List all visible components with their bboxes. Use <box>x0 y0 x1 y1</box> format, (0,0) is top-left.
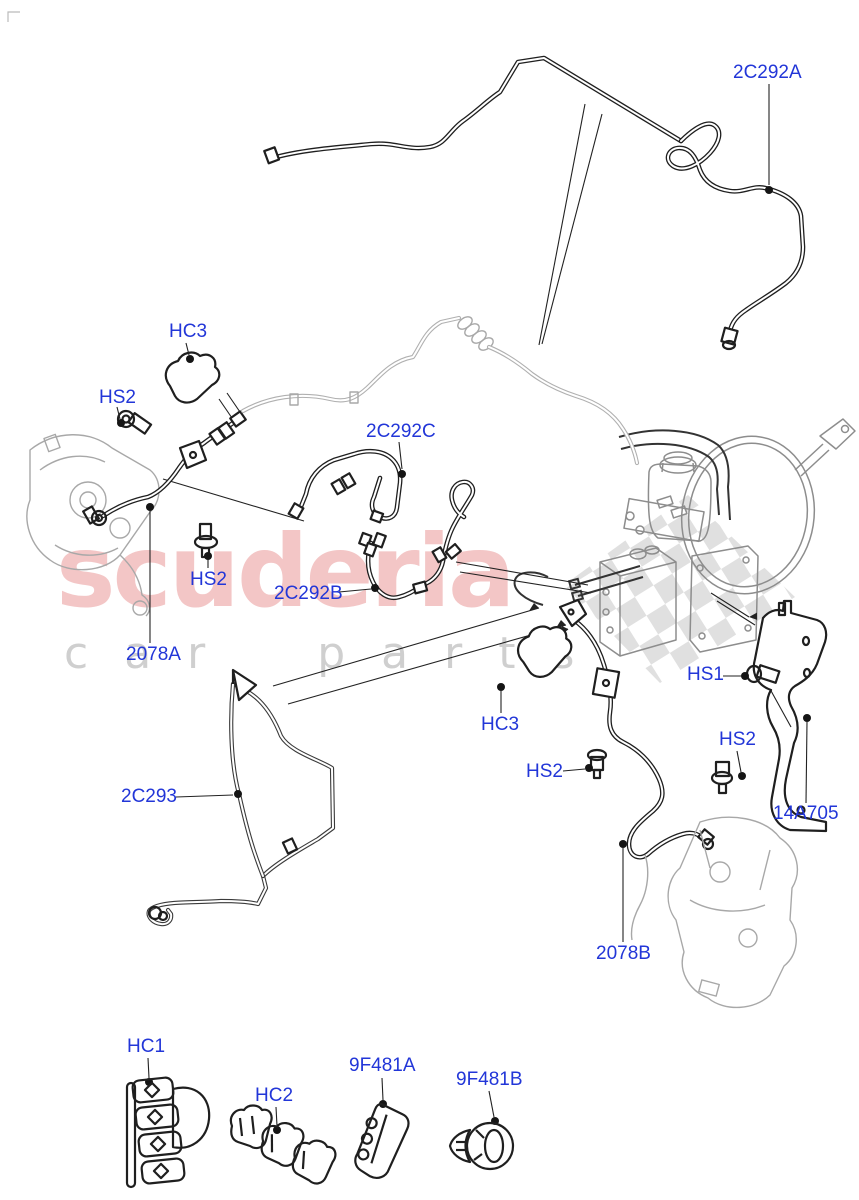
clip-HC2 <box>229 1104 337 1185</box>
pipe-rear-light <box>243 314 637 463</box>
part-label-hc3-2[interactable]: HC3 <box>481 714 520 735</box>
part-label-2078b[interactable]: 2078B <box>596 943 651 964</box>
part-label-hs2-4[interactable]: HS2 <box>719 729 756 750</box>
part-label-hs2-2[interactable]: HS2 <box>190 569 227 590</box>
part-label-2078a[interactable]: 2078A <box>126 644 181 665</box>
pipe-2C293 <box>149 668 333 924</box>
pointer-lines <box>162 103 792 728</box>
pipe-2C292C <box>287 451 401 524</box>
corner-mark <box>7 11 20 22</box>
pin-9F481B <box>448 1121 515 1171</box>
pipe-2C292A <box>263 58 803 351</box>
callout-leaders <box>116 84 811 1134</box>
part-label-9f481a[interactable]: 9F481A <box>349 1055 416 1076</box>
clip-9F481A <box>354 1102 410 1179</box>
pipe-2C292B <box>358 482 473 598</box>
hose-2078A <box>82 351 247 559</box>
part-label-14a705[interactable]: 14A705 <box>773 803 839 824</box>
part-label-hs2-3[interactable]: HS2 <box>526 761 563 782</box>
part-label-hc1[interactable]: HC1 <box>127 1036 166 1057</box>
clip-HC1 <box>125 1076 211 1189</box>
watermark-subtitle: car parts <box>64 628 611 679</box>
part-label-hc3-1[interactable]: HC3 <box>169 321 208 342</box>
part-label-2c292a[interactable]: 2C292A <box>733 62 802 83</box>
hose-2078B <box>514 598 715 857</box>
part-label-hc2[interactable]: HC2 <box>255 1085 294 1106</box>
brake-booster-assembly <box>513 418 856 657</box>
left-caliper-sketch <box>26 433 160 617</box>
part-label-hs1[interactable]: HS1 <box>687 664 724 685</box>
part-label-hs2-1[interactable]: HS2 <box>99 387 136 408</box>
part-label-2c293[interactable]: 2C293 <box>121 786 177 807</box>
part-label-2c292b[interactable]: 2C292B <box>274 583 343 604</box>
bracket-14A705 <box>710 599 828 833</box>
clip-hc3-on-2078b <box>514 622 576 681</box>
stud-hs2-right <box>714 760 731 778</box>
right-caliper-sketch <box>630 816 799 1009</box>
part-label-9f481b[interactable]: 9F481B <box>456 1069 523 1090</box>
abs-highlight-checker <box>564 495 795 683</box>
part-label-2c292c[interactable]: 2C292C <box>366 421 436 442</box>
